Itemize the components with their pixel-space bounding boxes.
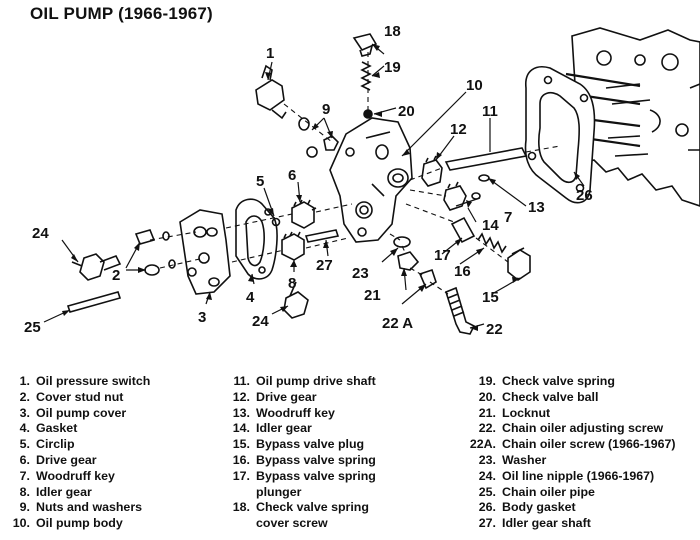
callout-10: 10: [466, 77, 483, 94]
idler-gear-8: [281, 231, 305, 261]
callout-9: 9: [322, 101, 330, 118]
legend-item: 9.Nuts and washers: [19, 500, 143, 515]
legend-item: 26.Body gasket: [478, 500, 576, 515]
callout-2: 2: [112, 267, 120, 284]
callout-18: 18: [384, 23, 401, 40]
legend-item: 3.Oil pump cover: [19, 405, 127, 420]
callout-20: 20: [398, 103, 415, 120]
circlip: [271, 217, 281, 227]
legend-item: 11.Oil pump drive shaft: [233, 374, 376, 388]
legend-item: 2.Cover stud nut: [19, 389, 124, 404]
idler-gear-shaft: [304, 229, 340, 243]
callout-1: 1: [266, 45, 274, 62]
legend-item: 10.Oil pump body: [12, 516, 123, 531]
exploded-view-diagram: 1 2 3 4 5 6 7 8 9 10 11 12 13 14 15 16 1…: [24, 23, 700, 338]
legend-item: 1.Oil pressure switch: [19, 374, 151, 388]
legend-item: 15.Bypass valve plug: [232, 437, 365, 452]
legend-item: 17.Bypass valve spring: [232, 468, 376, 483]
page-title: OIL PUMP (1966-1967): [30, 4, 213, 23]
washer: [393, 236, 411, 248]
body-gasket: [524, 66, 596, 204]
oil-pump-drive-shaft: [444, 147, 528, 171]
drive-gear-12: [421, 155, 443, 187]
callout-3: 3: [198, 309, 206, 326]
chain-oiler-screw-22a: [418, 268, 437, 290]
legend-item: 21.Locknut: [478, 405, 551, 420]
assembly-lines: [149, 52, 561, 295]
drive-gear-6: [291, 199, 317, 229]
callout-5: 5: [256, 173, 264, 190]
legend-item: 20.Check valve ball: [478, 389, 599, 404]
legend-item: 6.Drive gear: [19, 452, 97, 467]
callout-8: 8: [288, 275, 296, 292]
bypass-valve-spring: [477, 232, 507, 254]
callout-17: 17: [434, 247, 451, 264]
engine-crankcase: [571, 27, 700, 207]
legend-item: 16.Bypass valve spring: [232, 452, 376, 467]
legend-column-1: 1.Oil pressure switch 2.Cover stud nut 3…: [8, 374, 151, 532]
nuts-and-washers: [298, 117, 339, 158]
callout-7: 7: [504, 209, 512, 226]
legend-item: 5.Circlip: [19, 437, 75, 452]
callout-25: 25: [24, 319, 41, 336]
callout-21: 21: [364, 287, 381, 304]
callout-23: 23: [352, 265, 369, 282]
callout-labels: 1 2 3 4 5 6 7 8 9 10 11 12 13 14 15 16 1…: [24, 23, 593, 338]
oil-pump-cover: [179, 209, 231, 295]
callout-4: 4: [246, 289, 255, 306]
legend-item: 22.Chain oiler adjusting screw: [478, 421, 664, 436]
callout-22: 22: [486, 321, 503, 338]
callout-16: 16: [454, 263, 471, 280]
callout-11: 11: [482, 103, 498, 120]
callout-27: 27: [316, 257, 333, 274]
callout-12: 12: [450, 121, 467, 138]
pump-gasket: [235, 198, 278, 280]
callout-19: 19: [384, 59, 401, 76]
woodruff-key-13: [478, 174, 490, 182]
callout-13: 13: [528, 199, 545, 216]
legend-item: 24.Oil line nipple (1966-1967): [478, 468, 655, 483]
legend-item: 23.Washer: [478, 452, 547, 467]
callout-22a: 22 A: [382, 315, 413, 332]
oil-pump-body: [329, 117, 413, 243]
legend-item: 7.Woodruff key: [19, 468, 115, 483]
legend-item: 22A.Chain oiler screw (1966-1967): [469, 437, 676, 452]
callout-14: 14: [482, 217, 499, 234]
cover-stud-nuts: [134, 229, 176, 276]
bypass-valve-plunger: [450, 216, 476, 244]
chain-oiler-pipe: [66, 291, 122, 313]
legend-item: 25.Chain oiler pipe: [478, 484, 595, 499]
leader-lines: [43, 43, 585, 329]
legend-item: 13.Woodruff key: [232, 405, 335, 420]
parts-legend: 1.Oil pressure switch 2.Cover stud nut 3…: [0, 374, 700, 540]
check-valve-ball: [363, 109, 373, 119]
legend-item: 27.Idler gear shaft: [478, 516, 591, 531]
legend-item-continued: plunger: [256, 484, 302, 499]
chain-oiler-adjusting-screw: [445, 286, 476, 335]
callout-6: 6: [288, 167, 296, 184]
legend-item-continued: cover screw: [256, 516, 328, 531]
legend-item: 8.Idler gear: [19, 484, 92, 499]
callout-24-lower: 24: [252, 313, 269, 330]
arrowheads: [62, 44, 580, 331]
callout-26: 26: [576, 187, 593, 204]
check-valve-spring: [360, 61, 372, 91]
legend-column-2: 11.Oil pump drive shaft 12.Drive gear 13…: [226, 374, 376, 532]
bypass-valve-plug: [507, 247, 531, 281]
locknut: [397, 251, 420, 271]
legend-item: 18.Check valve spring: [232, 500, 369, 515]
legend-item: 12.Drive gear: [232, 389, 317, 404]
legend-column-3: 19.Check valve spring 20.Check valve bal…: [466, 374, 676, 532]
oil-line-nipple-left: [71, 253, 122, 281]
idler-gear-14: [443, 181, 467, 211]
oil-pressure-switch: [255, 64, 287, 120]
legend-item: 19.Check valve spring: [478, 374, 615, 388]
check-valve-cover-screw: [352, 33, 378, 57]
callout-24-left: 24: [32, 225, 49, 242]
callout-15: 15: [482, 289, 499, 306]
legend-item: 14.Idler gear: [232, 421, 312, 436]
legend-item: 4.Gasket: [19, 421, 78, 436]
